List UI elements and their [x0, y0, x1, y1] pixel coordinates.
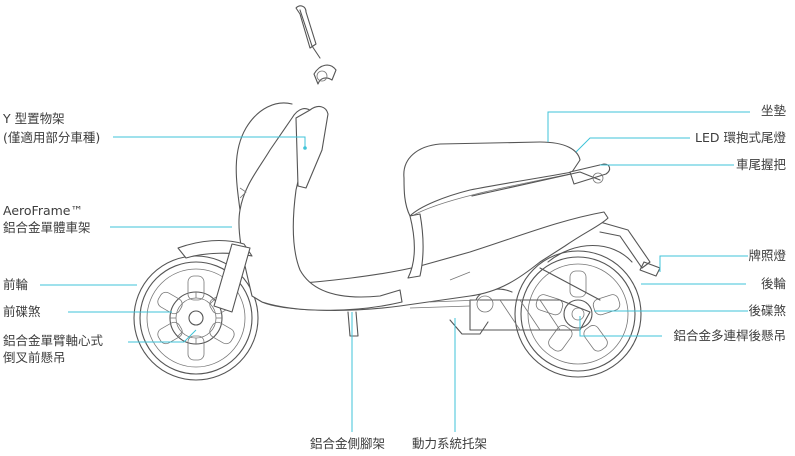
leader-plate-light	[659, 255, 748, 272]
rear-swingarm-drawing	[469, 245, 633, 331]
callout-y-holder: Y 型置物架 (僅適用部分車種)	[3, 111, 100, 146]
callout-aeroframe-line1: AeroFrame™	[3, 203, 83, 218]
callout-led-tail: LED 環抱式尾燈	[695, 130, 786, 145]
callout-fork-line1: 鋁合金單臂軸心式	[3, 333, 104, 348]
leader-fork	[128, 329, 197, 343]
callout-seat: 坐墊	[760, 103, 786, 118]
callout-y-holder-line1: Y 型置物架	[3, 111, 65, 126]
callout-rear-suspension: 鋁合金多連桿後懸吊	[673, 328, 786, 343]
leader-seat	[547, 111, 750, 142]
callout-plate-light: 牌照燈	[748, 248, 786, 263]
leader-rear-susp	[579, 316, 662, 337]
plate-bracket-drawing	[599, 221, 661, 277]
callout-side-stand: 鋁合金側腳架	[310, 436, 386, 451]
body-drawing	[177, 5, 611, 337]
rear-wheel-drawing	[514, 250, 642, 378]
callout-fork-line2: 倒叉前懸吊	[3, 350, 66, 365]
callout-power-bracket: 動力系統托架	[412, 436, 488, 451]
callout-aeroframe: AeroFrame™ 鋁合金單體車架	[3, 203, 91, 236]
leader-lines	[40, 111, 750, 432]
callout-y-holder-line2: (僅適用部分車種)	[3, 130, 101, 145]
callout-front-fork: 鋁合金單臂軸心式 倒叉前懸吊	[3, 333, 103, 366]
callout-rear-wheel: 後輪	[760, 276, 786, 291]
callout-front-disc: 前碟煞	[3, 304, 41, 319]
leader-dot	[303, 146, 307, 150]
callout-rear-grip: 車尾握把	[735, 157, 786, 172]
callout-aeroframe-line2: 鋁合金單體車架	[3, 220, 91, 235]
leader-led-tail	[575, 137, 690, 153]
callout-front-wheel: 前輪	[3, 277, 29, 292]
callout-rear-disc: 後碟煞	[748, 303, 786, 318]
leader-y-holder	[113, 136, 306, 148]
